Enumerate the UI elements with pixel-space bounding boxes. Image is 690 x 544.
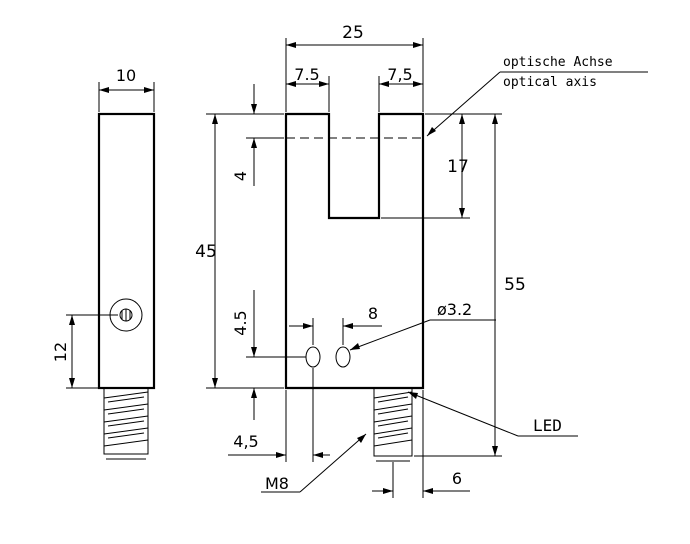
dim-hole-spacing: 8 [368,304,378,323]
front-thread [373,387,413,462]
optical-axis-label-en: optical axis [503,75,597,90]
side-body [97,112,156,390]
thread-label: M8 [265,474,289,493]
dim-axis-offset: 4 [231,171,250,181]
side-view: 10 12 [51,66,156,460]
led-label: LED [533,416,562,435]
led-hole-right [335,346,351,368]
dim-slot-width: 25 [342,23,364,43]
dim-hole-diameter: ø3.2 [437,300,472,319]
dim-thread-offset: 6 [452,469,462,488]
dim-arm-left: 7.5 [294,65,319,84]
dim-led-offset-h: 4,5 [233,432,258,451]
fork-body [284,112,425,390]
dim-side-width: 10 [116,66,136,85]
led-hole-left [305,346,321,368]
dim-body-height: 45 [195,242,217,262]
dim-total-height: 55 [504,275,526,295]
dim-arm-right: 7,5 [387,65,412,84]
front-view: 25 7.5 7,5 45 4 4.5 [195,23,648,498]
dim-led-offset-v: 4.5 [231,310,250,335]
optical-axis-label-de: optische Achse [503,55,613,70]
side-thread [103,387,149,460]
dim-screw-height: 12 [51,342,70,362]
dim-slot-depth: 17 [447,157,469,177]
